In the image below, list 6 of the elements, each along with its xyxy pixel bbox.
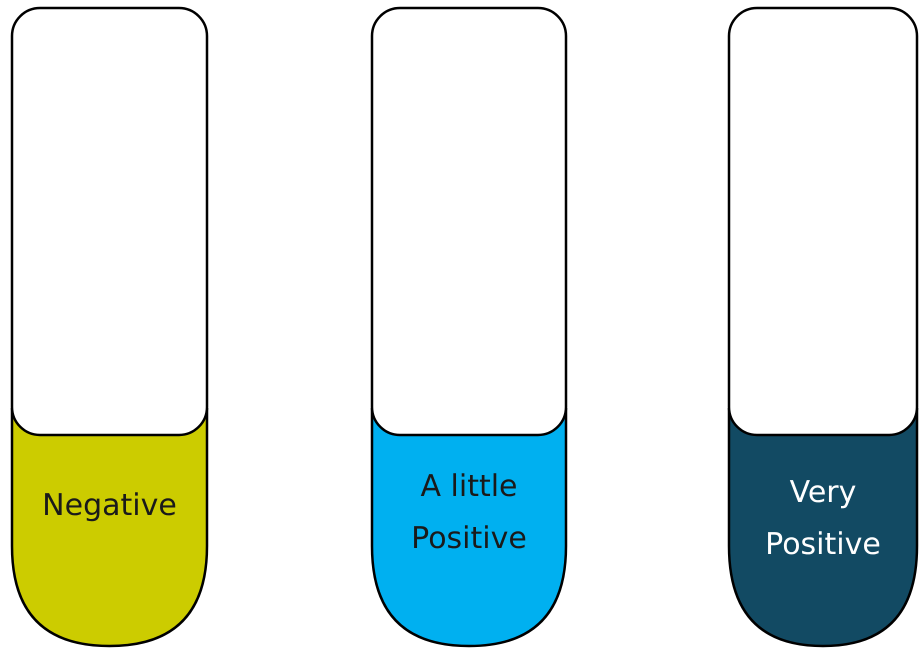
test-tube — [729, 8, 917, 646]
tube-label: Very Positive — [764, 474, 882, 564]
test-tube — [372, 8, 566, 646]
tube-label: A little Positive — [410, 468, 528, 558]
tube-label: Negative — [41, 487, 178, 525]
test-tube — [12, 8, 207, 646]
